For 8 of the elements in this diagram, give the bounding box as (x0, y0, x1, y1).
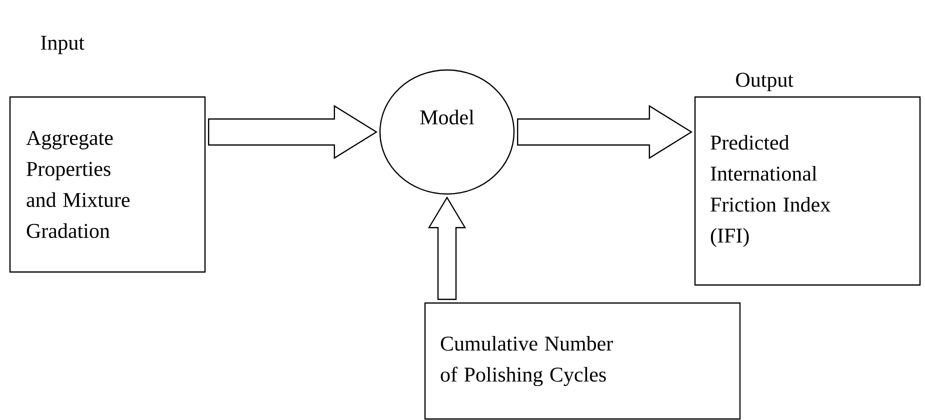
block-arrow (428, 196, 466, 300)
heading-label: Output (736, 72, 794, 92)
process-box: Cumulative Number of Polishing Cycles (424, 302, 741, 420)
block-arrow (208, 104, 378, 160)
block-arrow (517, 104, 693, 160)
heading-label: Input (40, 36, 84, 54)
process-box: Predicted International Friction Index (IFI) (694, 96, 921, 286)
process-box: Aggregate Properties and Mixture Gradation (9, 96, 206, 273)
